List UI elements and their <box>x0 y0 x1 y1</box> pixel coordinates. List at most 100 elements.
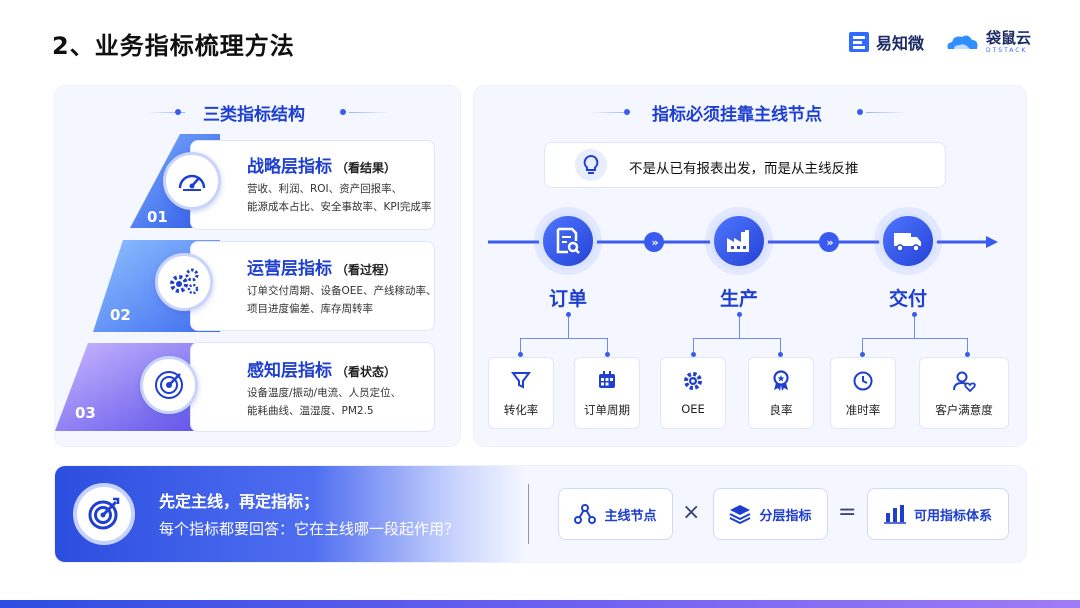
radar-icon <box>140 356 198 414</box>
chevron-right-icon: » <box>819 232 839 252</box>
tier-2-desc-line2: 项目进度偏差、库存周转率 <box>247 303 373 315</box>
calendar-icon <box>575 370 639 390</box>
title-dot-left <box>175 109 181 115</box>
connector <box>862 338 863 356</box>
connector <box>780 338 781 356</box>
tier-3-name: 感知层指标（看状态） <box>247 356 396 381</box>
layers-icon <box>730 505 751 524</box>
title-line-right-2 <box>866 112 906 113</box>
tier-2-sub: （看过程） <box>336 263 397 277</box>
tier-2-number: 02 <box>110 306 131 324</box>
metric-on-time-rate: 准时率 <box>830 357 896 429</box>
tip-text: 不是从已有报表出发，而是从主线反推 <box>629 161 859 177</box>
connector <box>739 312 740 338</box>
bottom-accent-bar <box>0 600 1080 608</box>
connector-dot <box>605 352 610 357</box>
tier-1-sub: （看结果） <box>336 161 397 175</box>
connector-dot <box>737 312 742 317</box>
metric-label: 订单周期 <box>584 403 630 417</box>
metric-label: 良率 <box>769 403 793 417</box>
chevron-right-icon: » <box>644 232 664 252</box>
connector <box>862 338 968 339</box>
logo-dtstack-sub: DTSTACK <box>986 46 1028 54</box>
metric-label: 转化率 <box>503 403 539 417</box>
metric-label: 客户满意度 <box>935 403 993 417</box>
document-search-icon <box>539 212 597 270</box>
main-line-card: 指标必须挂靠主线节点 不是从已有报表出发，而是从主线反推 » » 订单 生产 交… <box>474 86 1026 446</box>
connector-dot <box>965 352 970 357</box>
user-heart-icon <box>920 370 1008 392</box>
truck-icon <box>879 212 937 270</box>
page-title: 2、业务指标梳理方法 <box>52 32 295 60</box>
gear-icon <box>661 370 725 392</box>
logo-dtstack: 袋鼠云 DTSTACK <box>944 30 1031 54</box>
pill-main-line-nodes: 主线节点 <box>558 488 673 540</box>
tier-1-number: 01 <box>147 208 168 226</box>
pill-usable-indicator-system: 可用指标体系 <box>867 488 1009 540</box>
tier-perception <box>190 342 435 432</box>
tier-2-name: 运营层指标 （看过程） <box>247 254 396 279</box>
metric-oee: OEE <box>660 357 726 429</box>
tier-1-desc: 营收、利润、ROI、资产回报率、能源成本占比、安全事故率、KPI完成率 <box>247 180 431 216</box>
connector <box>693 338 781 339</box>
pill-layered-indicators-label: 分层指标 <box>759 508 812 524</box>
nodes-icon <box>574 504 597 524</box>
metric-customer-satisfaction: 客户满意度 <box>919 357 1009 429</box>
main-line-title: 指标必须挂靠主线节点 <box>652 105 822 125</box>
tier-2-title: 运营层指标 <box>247 259 332 279</box>
multiply-sign: × <box>682 500 701 525</box>
connector-dot <box>518 352 523 357</box>
tier-1-name: 战略层指标 （看结果） <box>247 152 396 177</box>
gears-icon <box>155 253 213 311</box>
indicator-structure-title: 三类指标结构 <box>203 105 305 125</box>
summary-line2: 每个指标都要回答：它在主线哪一段起作用？ <box>159 520 460 538</box>
connector-dot <box>778 352 783 357</box>
tier-3-desc-line1: 设备温度/振动/电流、人员定位、 <box>247 387 402 399</box>
title-dot-right <box>340 109 346 115</box>
metric-label: 准时率 <box>845 403 881 417</box>
node-production-label: 生产 <box>719 288 758 310</box>
factory-icon <box>710 212 768 270</box>
tier-operational <box>190 241 435 331</box>
metric-conversion-rate: 转化率 <box>488 357 554 429</box>
logo-dtstack-text: 袋鼠云 <box>986 28 1032 47</box>
connector-dot <box>566 312 571 317</box>
pill-layered-indicators: 分层指标 <box>713 488 828 540</box>
tier-3-number: 03 <box>75 404 96 422</box>
connector <box>914 312 915 338</box>
tier-1-title: 战略层指标 <box>247 157 332 177</box>
connector <box>967 338 968 356</box>
title-line-left <box>145 112 185 113</box>
title-line-right <box>349 112 389 113</box>
tip-box: 不是从已有报表出发，而是从主线反推 <box>544 142 946 188</box>
connector <box>520 338 608 339</box>
tier-1-desc-line1: 营收、利润、ROI、资产回报率、 <box>247 183 403 195</box>
tier-1-desc-line2: 能源成本占比、安全事故率、KPI完成率 <box>247 201 432 213</box>
dtstack-cloud-icon <box>947 35 978 49</box>
bar-chart-icon <box>883 505 906 524</box>
funnel-icon <box>489 370 553 390</box>
pill-main-line-nodes-label: 主线节点 <box>604 508 657 524</box>
connector-dot <box>691 352 696 357</box>
indicator-structure-card: 三类指标结构 01 战略层指标 （看结果） 营收、利润、ROI、资产回报率、能源成… <box>55 86 460 446</box>
title-dot-left-2 <box>624 109 630 115</box>
equals-sign: = <box>838 500 857 525</box>
tier-2-desc: 订单交付周期、设备OEE、产线稼动率、项目进度偏差、库存周转率 <box>247 282 437 318</box>
summary-banner: 先定主线，再定指标； 每个指标都要回答：它在主线哪一段起作用？ 主线节点 × 分… <box>55 466 1026 562</box>
pill-usable-indicator-system-label: 可用指标体系 <box>913 508 992 524</box>
title-line-left-2 <box>589 112 629 113</box>
tier-3-title: 感知层指标 <box>247 361 332 381</box>
summary-line1: 先定主线，再定指标； <box>159 492 320 511</box>
connector <box>568 312 569 338</box>
node-order-label: 订单 <box>548 288 587 310</box>
speedometer-target-icon <box>163 152 221 210</box>
metric-yield: 良率 <box>748 357 814 429</box>
connector-dot <box>860 352 865 357</box>
logo-yizhiwei-text: 易知微 <box>876 34 925 53</box>
award-icon <box>749 370 813 392</box>
tier-3-desc-line2: 能耗曲线、温湿度、PM2.5 <box>247 405 374 417</box>
metric-label: OEE <box>681 402 705 416</box>
logo-yizhiwei: 易知微 <box>848 30 924 54</box>
target-icon <box>73 483 135 545</box>
yizhiwei-logo-icon <box>849 32 869 52</box>
